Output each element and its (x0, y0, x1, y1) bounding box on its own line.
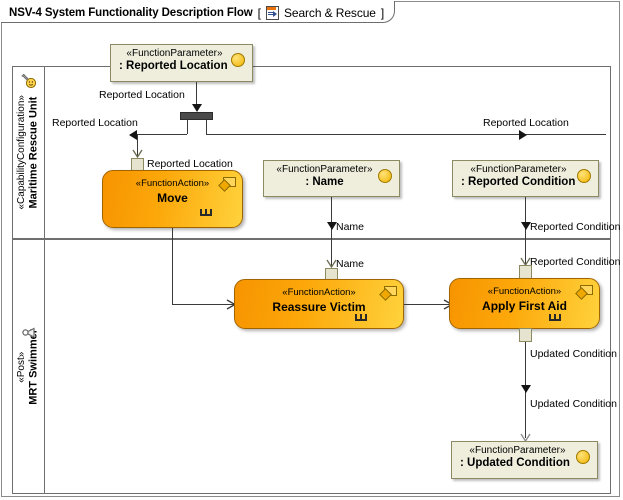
lane-stereotype: «CapabilityConfiguration» (16, 95, 28, 210)
connector-fork-right-v1 (206, 120, 207, 134)
edge-label-reported-location-top: Reported Location (99, 89, 185, 101)
action-stereotype: «FunctionAction» (282, 287, 356, 298)
rake-icon (200, 207, 214, 219)
lane-header-mrt-swimmer: «Post» MRT Swimmer (13, 240, 45, 493)
connector-reportedcondition-v (525, 197, 526, 265)
edge-label-reported-location-right: Reported Location (483, 117, 569, 129)
diagram-title-tab: NSV-4 System Functionality Description F… (1, 1, 396, 23)
param-name: : Updated Condition (460, 457, 570, 469)
context-label: Search & Rescue (283, 5, 376, 20)
fork-node[interactable] (180, 112, 213, 120)
param-updated-condition[interactable]: «FunctionParameter» : Updated Condition (451, 441, 598, 479)
connector-name-v (331, 197, 332, 267)
edge-label-name-upper: Name (336, 221, 365, 233)
yellow-ball-icon (577, 169, 591, 183)
action-name: Apply First Aid (482, 299, 567, 313)
param-name: : Name (305, 176, 344, 188)
connector-reassure-to-applyfirstaid (404, 304, 449, 305)
capability-configuration-icon (21, 73, 37, 89)
param-stereotype: «FunctionParameter» (469, 445, 566, 456)
allocation-icon (218, 177, 236, 192)
open-arrowhead-down-reassure-pin (326, 259, 337, 269)
activity-diagram-icon (265, 6, 279, 20)
connector-move-out-v (172, 228, 173, 304)
arrowhead-down (327, 222, 337, 230)
param-reported-location[interactable]: «FunctionParameter» : Reported Location (110, 44, 253, 82)
param-name: : Reported Location (119, 60, 228, 72)
action-reassure-victim[interactable]: «FunctionAction» Reassure Victim (234, 279, 404, 329)
edge-label-reported-condition-lower: Reported Condition (530, 256, 621, 268)
lane-label-mrt-swimmer: «Post» MRT Swimmer (13, 240, 44, 493)
pin-applyfirstaid-output (519, 328, 532, 342)
action-name: Reassure Victim (272, 300, 366, 314)
rake-icon (549, 312, 563, 324)
connector-fork-left-h (137, 134, 187, 135)
open-arrowhead-down-move (132, 149, 143, 159)
connector-fork-left-v2 (137, 134, 138, 157)
action-apply-first-aid[interactable]: «FunctionAction» Apply First Aid (449, 278, 600, 329)
arrowhead-down (521, 222, 531, 230)
action-stereotype: «FunctionAction» (487, 286, 562, 297)
arrowhead-right (519, 130, 527, 140)
edge-label-reported-condition-upper: Reported Condition (530, 221, 621, 233)
edge-label-updated-condition-lower: Updated Condition (530, 398, 617, 410)
yellow-ball-icon (231, 53, 245, 67)
edge-label-reported-location-left: Reported Location (52, 117, 138, 129)
connector-reportedlocation-to-fork (196, 82, 197, 110)
lane-label-maritime-rescue-unit: «CapabilityConfiguration» Maritime Rescu… (13, 67, 44, 238)
edge-label-name-lower: Name (336, 258, 365, 270)
diagram-title: NSV-4 System Functionality Description F… (9, 6, 253, 19)
allocation-icon (379, 286, 397, 301)
param-reported-condition[interactable]: «FunctionParameter» : Reported Condition (452, 160, 599, 197)
lane-name: Maritime Rescue Unit (27, 96, 40, 209)
edge-label-updated-condition-upper: Updated Condition (530, 348, 617, 360)
connector-move-out-h (172, 304, 234, 305)
arrowhead-left (129, 130, 137, 140)
param-stereotype: «FunctionParameter» (126, 48, 223, 59)
arrowhead-down (192, 104, 202, 112)
allocation-icon (575, 285, 593, 300)
param-name: : Reported Condition (461, 176, 576, 188)
lane-header-maritime-rescue-unit: «CapabilityConfiguration» Maritime Rescu… (13, 67, 45, 238)
param-stereotype: «FunctionParameter» (276, 164, 373, 175)
rake-icon (355, 312, 369, 324)
post-icon (22, 327, 35, 338)
action-stereotype: «FunctionAction» (135, 178, 210, 189)
context-open-bracket: [ (257, 5, 261, 20)
edge-label-reported-location-pin: Reported Location (147, 158, 233, 170)
param-name[interactable]: «FunctionParameter» : Name (263, 160, 400, 197)
connector-fork-left-v1 (187, 120, 188, 134)
connector-fork-right-h (206, 134, 606, 135)
action-name: Move (157, 191, 188, 205)
yellow-ball-icon (378, 169, 392, 183)
param-stereotype: «FunctionParameter» (470, 164, 567, 175)
arrowhead-down (521, 385, 531, 393)
yellow-ball-icon (576, 450, 590, 464)
context-close-bracket: ] (380, 5, 385, 20)
action-move[interactable]: «FunctionAction» Move (102, 170, 243, 228)
